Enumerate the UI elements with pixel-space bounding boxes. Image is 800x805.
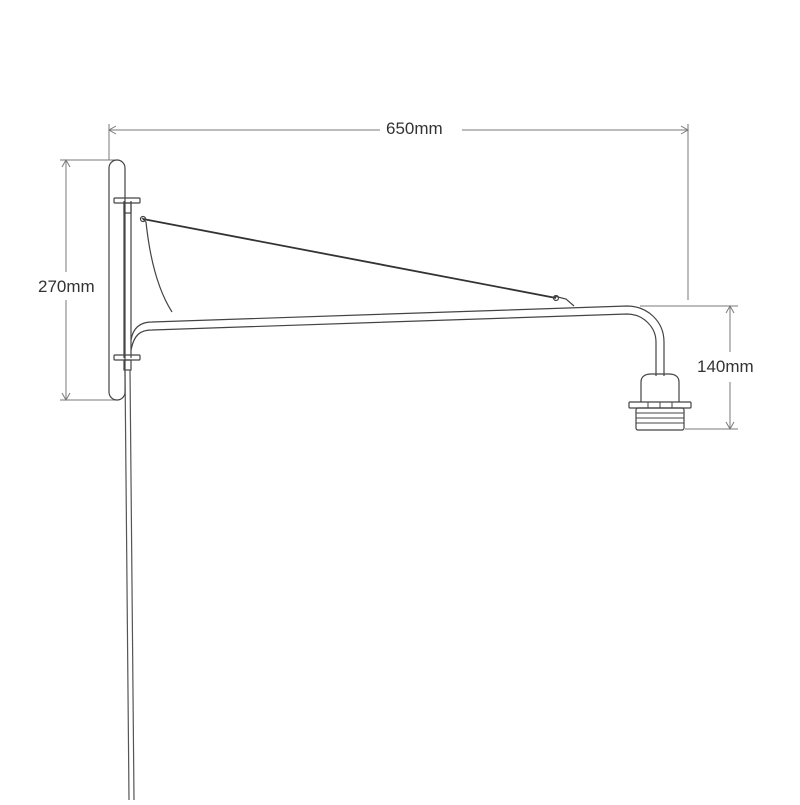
pivot-rod (123, 201, 132, 358)
lamp-socket (628, 373, 692, 431)
width-dimension (107, 124, 690, 300)
top-bracket (113, 197, 141, 214)
power-cable (124, 369, 135, 801)
cable-hook (552, 294, 575, 307)
height-dimension-label: 270mm (38, 277, 95, 297)
tension-cable (139, 215, 557, 299)
bottom-bracket (113, 354, 141, 371)
width-dimension-label: 650mm (382, 119, 447, 139)
drop-dimension-label: 140mm (697, 357, 754, 377)
drop-dimension (640, 304, 738, 431)
wall-backplate (108, 159, 126, 401)
horizontal-arm (130, 305, 665, 376)
support-bracket (141, 217, 173, 313)
height-dimension (60, 158, 118, 402)
